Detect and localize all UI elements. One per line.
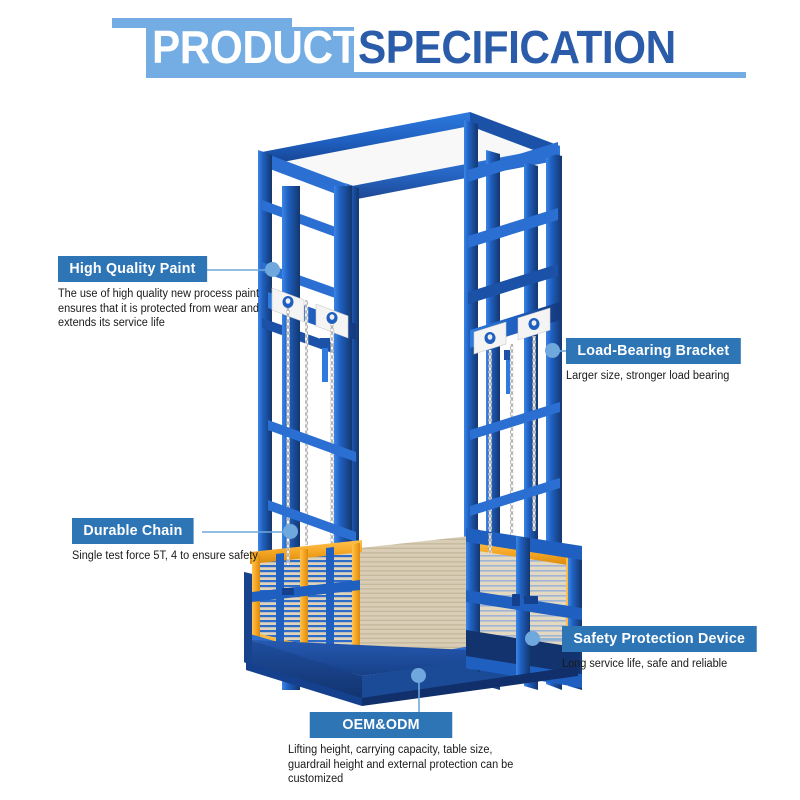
pulley-housing <box>315 303 349 339</box>
pulley-housing <box>517 307 551 341</box>
callout-load-bearing-bracket-description: Larger size, stronger load bearing <box>566 370 730 382</box>
callout-high-quality-paint-title: High Quality Paint <box>58 256 207 282</box>
anchor-dot-high-quality-paint <box>265 262 280 277</box>
callout-durable-chain-description: Single test force 5T, 4 to ensure safety <box>72 550 258 562</box>
safety-gate <box>466 528 582 690</box>
lift-chain <box>286 308 290 543</box>
machine-far-structure <box>262 120 560 196</box>
anchor-dot-durable-chain <box>283 524 298 539</box>
left-frame-lower-rails <box>268 420 356 542</box>
lift-chain-group-right <box>488 336 536 555</box>
anchor-dot-oem-odm <box>411 668 426 683</box>
page-title: PRODUCTSPECIFICATION <box>152 22 676 72</box>
callout-load-bearing-bracket-title: Load-Bearing Bracket <box>566 338 741 364</box>
pulley-housing <box>271 287 305 323</box>
lift-chain <box>305 300 309 545</box>
page-header: PRODUCTSPECIFICATION <box>0 0 800 105</box>
page-title-word-product: PRODUCT <box>152 21 359 73</box>
lift-chain-group-front <box>286 533 492 565</box>
lift-chain <box>488 533 492 553</box>
lift-chain <box>488 350 492 555</box>
lift-chain <box>286 543 290 565</box>
platform-back-wall <box>360 536 470 672</box>
anchor-dot-safety-protection-device <box>525 631 540 646</box>
callout-high-quality-paint: High Quality Paint The use of high quali… <box>58 256 273 331</box>
callout-safety-protection-device: Safety Protection Device Long service li… <box>562 626 797 672</box>
callout-oem-odm: OEM&ODM Lifting height, carrying capacit… <box>288 712 548 787</box>
right-frame-lower-rails <box>470 402 560 516</box>
pulley-housing <box>473 321 507 355</box>
header-accent-bar-top <box>112 18 292 28</box>
callout-safety-protection-device-title: Safety Protection Device <box>562 626 757 652</box>
callout-durable-chain: Durable Chain Single test force 5T, 4 to… <box>72 518 292 564</box>
lift-chain <box>532 336 536 531</box>
callout-safety-protection-device-description: Long service life, safe and reliable <box>562 658 728 670</box>
lift-chain <box>330 324 334 544</box>
callout-oem-odm-description: Lifting height, carrying capacity, table… <box>288 744 514 785</box>
callout-durable-chain-title: Durable Chain <box>72 518 194 544</box>
lift-chain <box>510 344 514 544</box>
page-title-word-specification: SPECIFICATION <box>358 21 676 73</box>
lift-chain-group-left <box>286 300 334 545</box>
callout-oem-odm-title: OEM&ODM <box>309 712 453 738</box>
callout-high-quality-paint-description: The use of high quality new process pain… <box>58 288 260 329</box>
header-accent-bar-underline <box>146 72 746 78</box>
header-accent-bar-main <box>146 27 354 73</box>
anchor-dot-load-bearing-bracket <box>545 343 560 358</box>
callout-load-bearing-bracket: Load-Bearing Bracket Larger size, strong… <box>566 338 796 384</box>
load-bearing-bracket-right <box>470 302 560 394</box>
platform-base <box>246 662 578 706</box>
load-bearing-bracket-left <box>268 287 356 382</box>
